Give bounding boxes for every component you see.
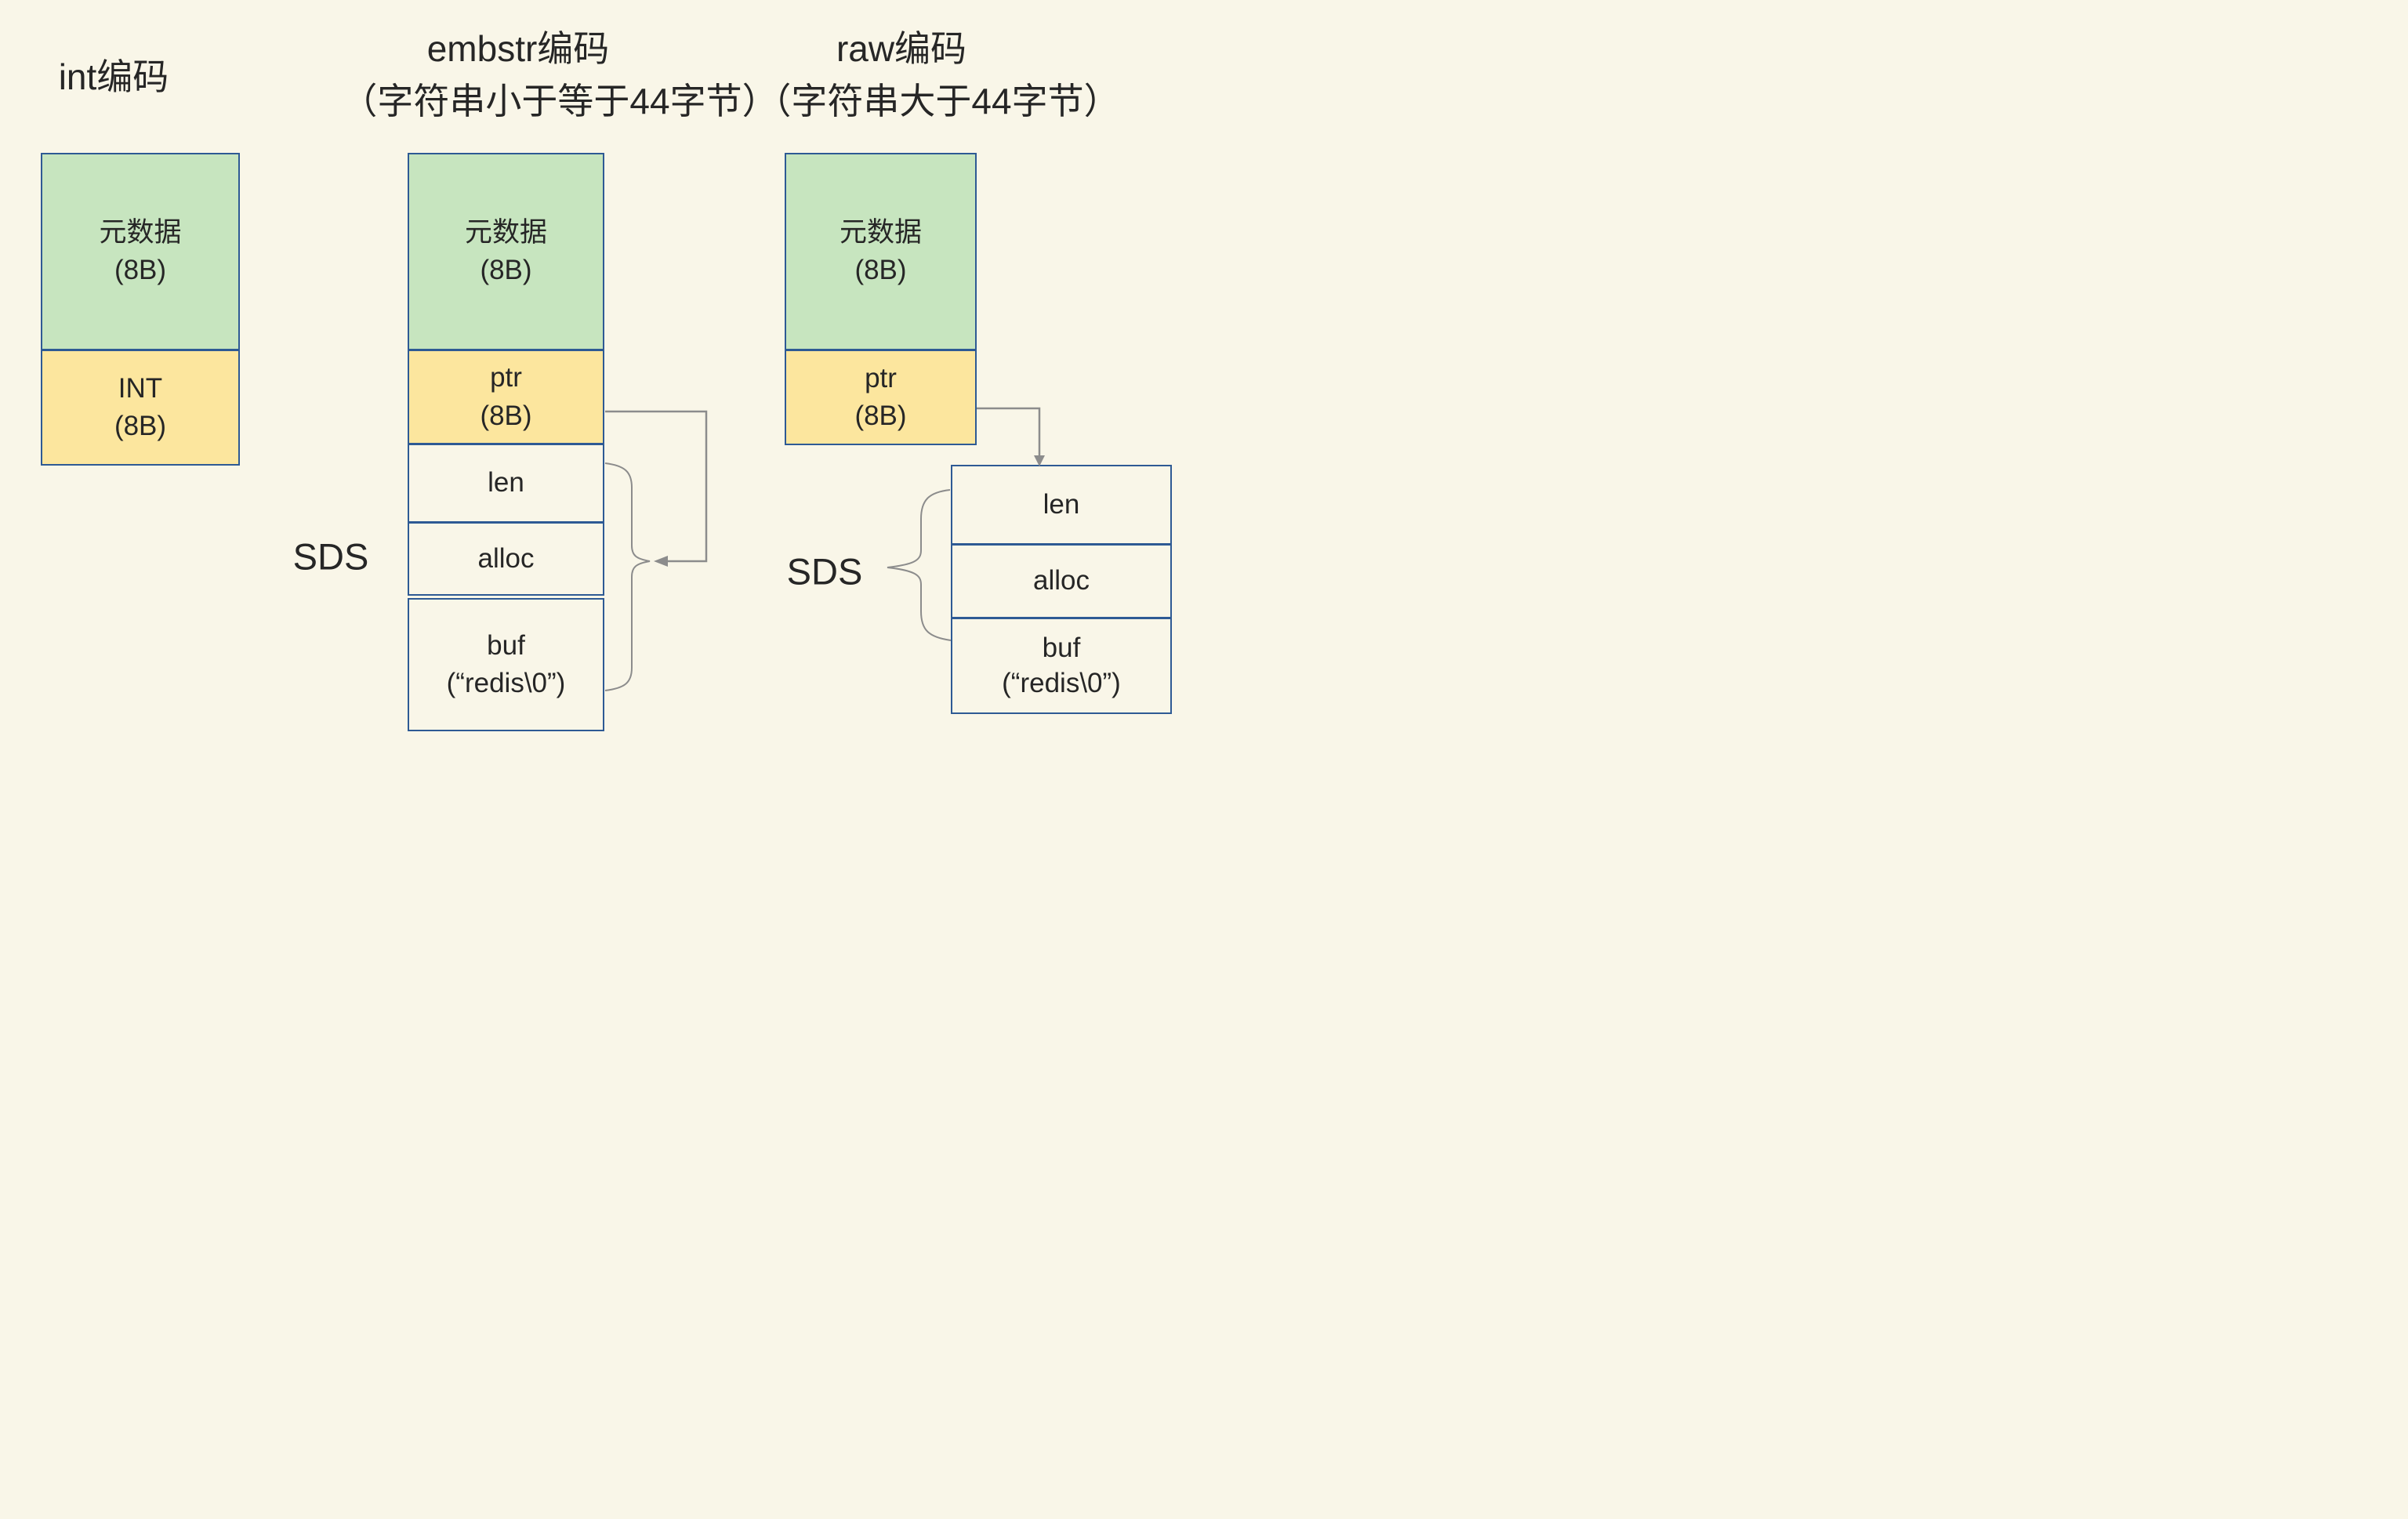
embstr-metadata-box: 元数据 (8B) (408, 153, 604, 350)
embstr-buf-label: buf (487, 629, 525, 661)
embstr-metadata-size: (8B) (480, 255, 532, 285)
raw-len-label: len (1043, 488, 1080, 520)
raw-metadata-box: 元数据 (8B) (785, 153, 977, 350)
embstr-buf-content: (“redis\0”) (446, 668, 566, 698)
embstr-ptr-label: ptr (490, 362, 522, 393)
raw-buf-content: (“redis\0”) (1002, 667, 1121, 698)
raw-buf-label: buf (1042, 632, 1081, 663)
int-metadata-size: (8B) (114, 255, 167, 285)
raw-metadata-label: 元数据 (839, 216, 922, 248)
raw-ptr-box: ptr (8B) (785, 350, 977, 445)
title-int-encoding: int编码 (58, 56, 169, 97)
embstr-ptr-box: ptr (8B) (408, 350, 604, 444)
embstr-ptr-size: (8B) (480, 400, 532, 431)
embstr-alloc-box: alloc (408, 522, 604, 596)
embstr-alloc-label: alloc (477, 542, 535, 574)
raw-ptr-size: (8B) (854, 401, 907, 431)
title-raw-encoding: raw编码 (836, 28, 967, 69)
int-value-label: INT (118, 372, 163, 404)
raw-buf-box: buf (“redis\0”) (951, 618, 1172, 714)
embstr-buf-box: buf (“redis\0”) (408, 598, 604, 731)
raw-metadata-size: (8B) (854, 255, 907, 285)
raw-ptr-arrow (977, 407, 1045, 466)
embstr-metadata-label: 元数据 (464, 216, 547, 248)
embstr-len-box: len (408, 444, 604, 523)
embstr-len-label: len (488, 467, 524, 498)
subtitle-raw-condition: （字符串大于44字节） (755, 81, 1120, 121)
embstr-ptr-arrow (605, 410, 708, 567)
raw-len-box: len (951, 465, 1172, 545)
subtitle-embstr-condition: （字符串小于等于44字节） (341, 81, 778, 121)
title-embstr-encoding: embstr编码 (426, 28, 610, 69)
int-value-size: (8B) (114, 411, 167, 441)
raw-sds-label: SDS (786, 550, 863, 593)
raw-alloc-box: alloc (951, 544, 1172, 618)
raw-alloc-label: alloc (1033, 565, 1090, 596)
redis-string-encoding-diagram: int编码 embstr编码 （字符串小于等于44字节） raw编码 （字符串大… (0, 0, 1204, 760)
raw-sds-brace (887, 489, 952, 641)
int-metadata-label: 元数据 (99, 216, 182, 248)
embstr-sds-brace (604, 462, 651, 691)
int-value-box: INT (8B) (41, 350, 240, 466)
int-metadata-box: 元数据 (8B) (41, 153, 240, 350)
raw-ptr-label: ptr (865, 362, 897, 393)
embstr-arrowhead-left-icon (654, 556, 668, 567)
embstr-sds-label: SDS (292, 535, 369, 578)
